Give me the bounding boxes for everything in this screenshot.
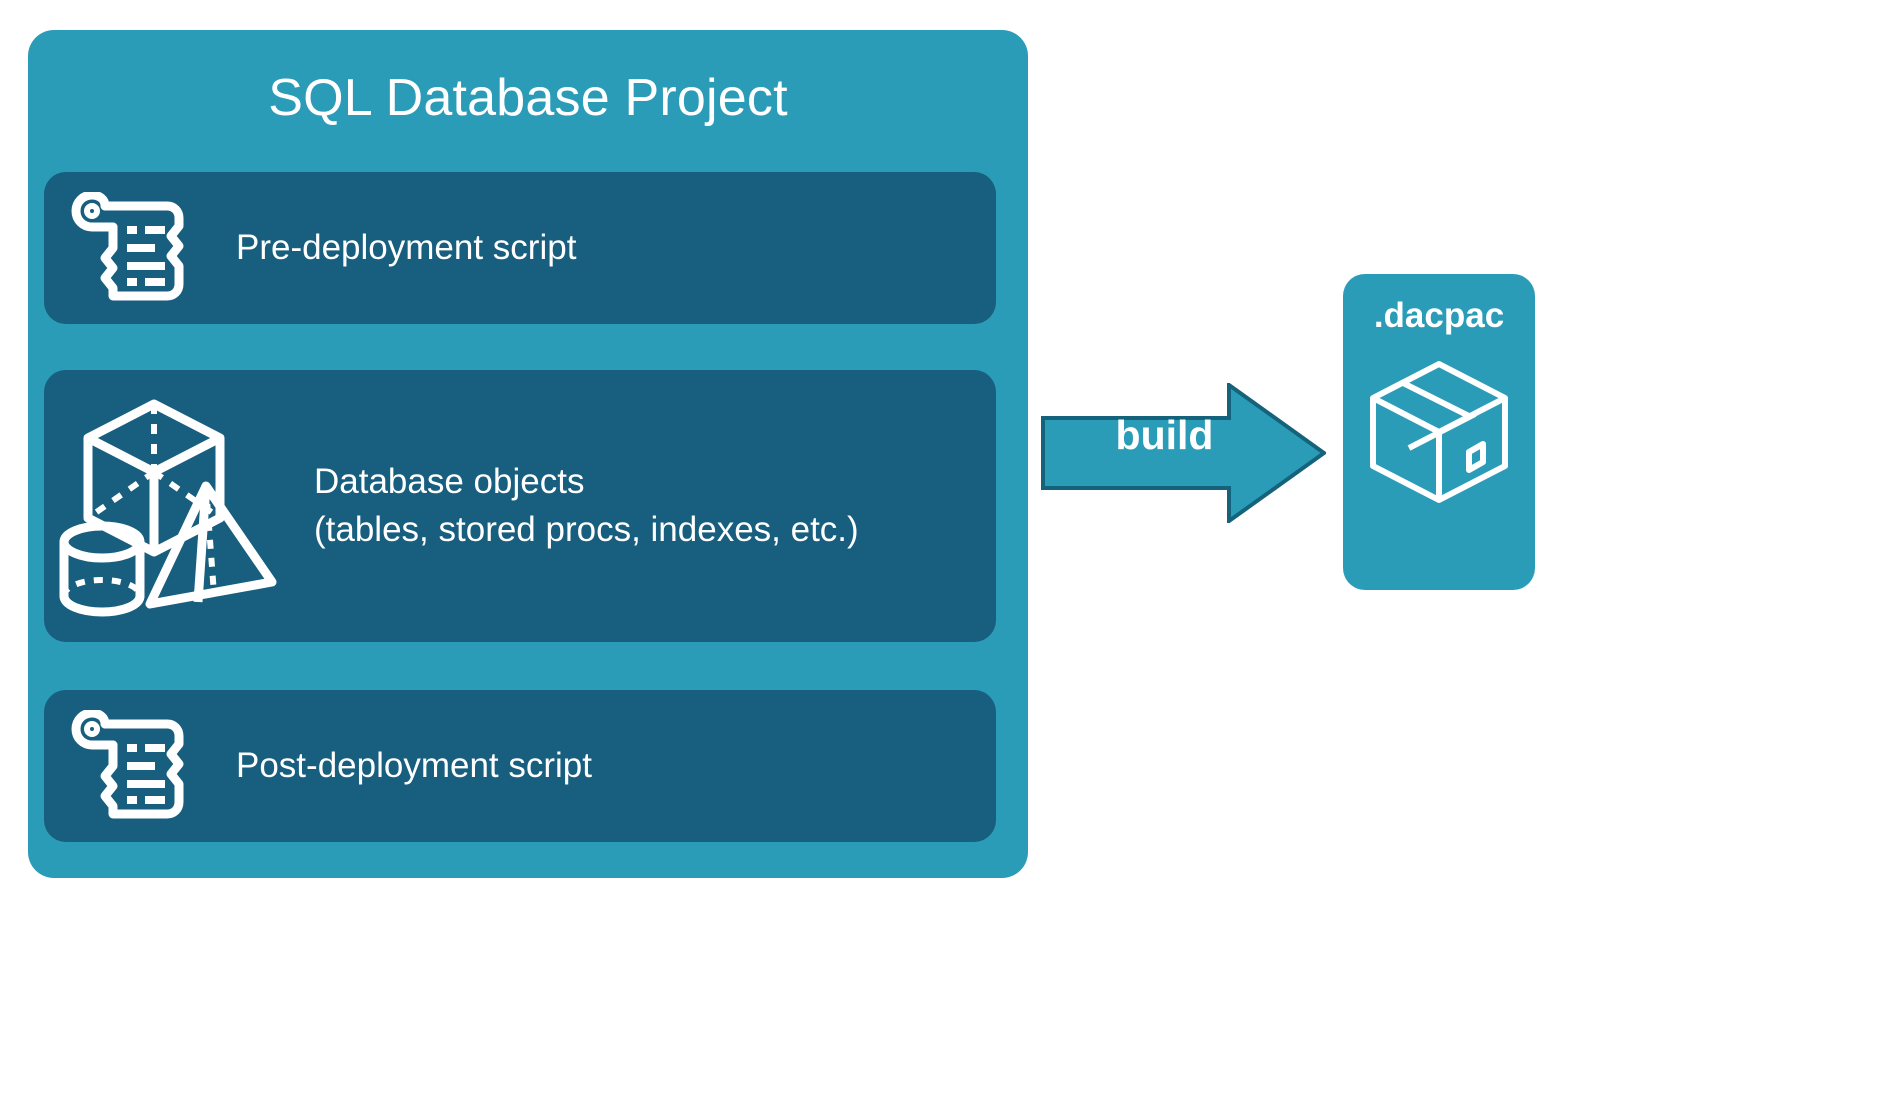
- section-database-objects[interactable]: Database objects (tables, stored procs, …: [44, 370, 996, 642]
- section-post-deployment-label: Post-deployment script: [236, 746, 592, 786]
- page-title: SQL Database Project: [268, 69, 788, 127]
- section-database-objects-label: Database objects (tables, stored procs, …: [314, 462, 859, 549]
- package-box-icon: [1365, 358, 1513, 506]
- cylinder-shape: [59, 521, 145, 617]
- section-pre-deployment-label: Pre-deployment script: [236, 228, 577, 268]
- dacpac-label: .dacpac: [1373, 296, 1505, 335]
- pyramid-shape: [145, 481, 277, 609]
- build-arrow-icon: [1041, 381, 1328, 525]
- scroll-icon: [54, 192, 204, 304]
- section-post-deployment[interactable]: Post-deployment script: [44, 690, 996, 842]
- shapes-icon: [52, 390, 304, 622]
- build-arrow-label: build: [1115, 412, 1214, 458]
- dacpac-output-card: .dacpac: [1343, 274, 1535, 590]
- section-pre-deployment[interactable]: Pre-deployment script: [44, 172, 996, 324]
- scroll-icon: [54, 710, 204, 822]
- sql-database-project-card: SQL Database Project: [28, 30, 1028, 878]
